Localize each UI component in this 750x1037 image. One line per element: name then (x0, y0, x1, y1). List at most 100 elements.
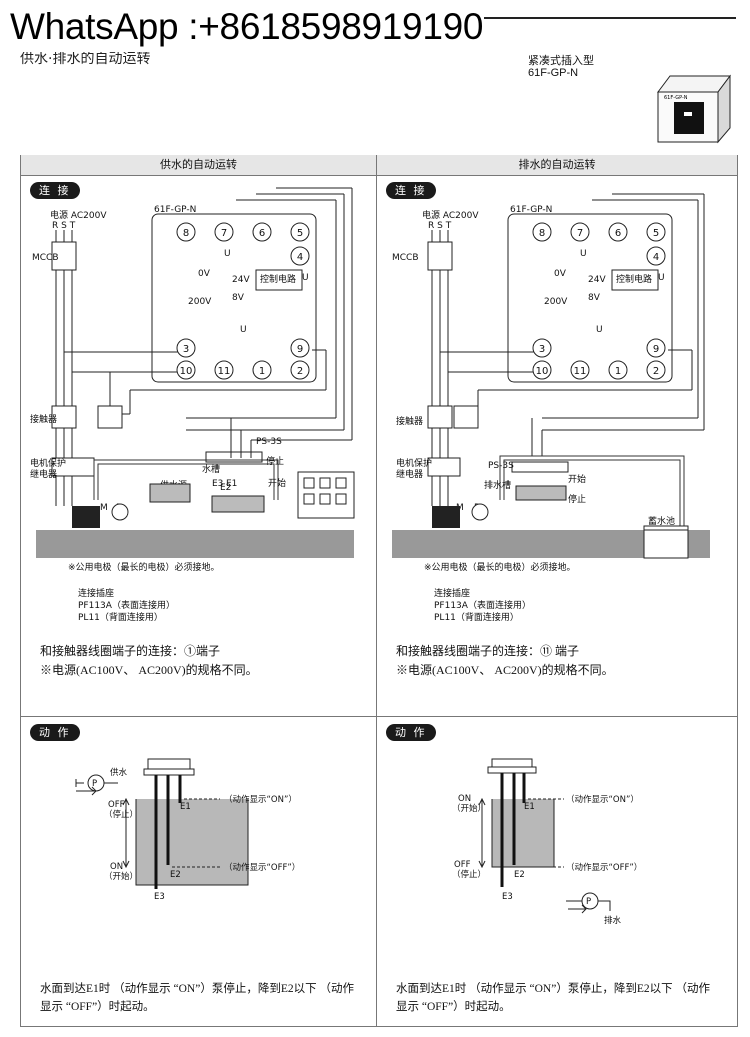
svg-text:1: 1 (615, 366, 621, 377)
svg-text:OFF: OFF (454, 860, 471, 870)
svg-text:2: 2 (297, 366, 303, 377)
svg-text:7: 7 (221, 228, 227, 239)
product-type: 紧凑式插入型 (528, 54, 594, 67)
svg-text:电源 AC200V: 电源 AC200V (50, 209, 107, 221)
svg-text:U: U (580, 249, 587, 259)
svg-text:24V: 24V (232, 275, 250, 285)
svg-text:E2: E2 (170, 870, 181, 880)
svg-text:61F-GP-N: 61F-GP-N (154, 205, 196, 215)
svg-text:0V: 0V (554, 269, 567, 279)
svg-text:开始: 开始 (568, 473, 586, 485)
right-column-header: 排水的自动运转 (377, 155, 737, 176)
svg-text:5: 5 (653, 228, 659, 239)
svg-text:U: U (240, 325, 247, 335)
svg-text:4: 4 (297, 252, 303, 263)
svg-text:8V: 8V (232, 293, 245, 303)
svg-text:（停止）: （停止） (452, 869, 486, 880)
svg-text:4: 4 (653, 252, 659, 263)
svg-text:电源 AC200V: 电源 AC200V (422, 209, 479, 221)
svg-text:P: P (586, 897, 591, 907)
svg-text:9: 9 (297, 344, 303, 355)
page-title: 供水·排水的自动运转 (20, 51, 151, 67)
operation-label-left: 动 作 (30, 724, 80, 741)
svg-text:（动作显示“ON”）: （动作显示“ON”） (566, 794, 639, 805)
svg-text:E2: E2 (220, 483, 231, 493)
svg-text:（动作显示“ON”）: （动作显示“ON”） (224, 794, 297, 805)
svg-text:E3: E3 (154, 892, 165, 902)
svg-text:停止: 停止 (266, 455, 284, 467)
svg-text:PS-3S: PS-3S (256, 437, 282, 447)
svg-text:继电器: 继电器 (396, 468, 423, 480)
drain-wiring-diagram: 电源 AC200V R S T MCCB 接触器 电机保护 继电器 61F-GP… (392, 193, 710, 559)
svg-text:E3: E3 (502, 892, 513, 902)
svg-text:PS-3S: PS-3S (488, 461, 514, 471)
svg-text:61F-GP-N: 61F-GP-N (510, 205, 552, 215)
left-coil-note: 和接触器线圈端子的连接：①端子 (40, 644, 221, 658)
svg-text:E1: E1 (226, 479, 237, 489)
right-socket-2: PL11（背面连接用） (434, 613, 519, 623)
svg-text:排水: 排水 (604, 915, 622, 926)
svg-text:0V: 0V (198, 269, 211, 279)
svg-text:ON: ON (110, 862, 123, 872)
svg-text:MCCB: MCCB (392, 253, 419, 263)
column-divider (376, 155, 377, 1027)
left-socket-2: PL11（背面连接用） (78, 613, 163, 623)
svg-text:水槽: 水槽 (202, 463, 220, 475)
svg-text:11: 11 (574, 366, 587, 377)
drain-operation-diagram: P 排水 ON （开始） OFF （停止） E1 E2 E3 （动作显示“ON”… (452, 758, 642, 926)
svg-text:（动作显示“OFF”）: （动作显示“OFF”） (566, 862, 642, 873)
header-rule (484, 17, 736, 19)
svg-text:8: 8 (539, 228, 545, 239)
svg-text:P: P (92, 779, 97, 789)
svg-text:11: 11 (218, 366, 231, 377)
svg-text:7: 7 (577, 228, 583, 239)
svg-text:R S T: R S T (428, 221, 452, 231)
operation-label-right: 动 作 (386, 724, 436, 741)
svg-text:E1: E1 (180, 802, 191, 812)
connection-label-left: 连 接 (30, 182, 80, 199)
svg-text:E2: E2 (514, 870, 525, 880)
svg-text:U: U (596, 325, 603, 335)
right-socket-title: 连接插座 (434, 589, 471, 599)
left-power-note: ※电源(AC100V、 AC200V)的规格不同。 (40, 663, 258, 677)
connection-label-right: 连 接 (386, 182, 436, 199)
svg-text:10: 10 (180, 366, 193, 377)
svg-text:（动作显示“OFF”）: （动作显示“OFF”） (224, 862, 300, 873)
svg-text:6: 6 (615, 228, 621, 239)
svg-text:控制电路: 控制电路 (616, 273, 652, 285)
svg-text:ON: ON (458, 794, 471, 804)
svg-text:6: 6 (259, 228, 265, 239)
right-power-note: ※电源(AC100V、 AC200V)的规格不同。 (396, 663, 614, 677)
svg-text:停止: 停止 (568, 493, 586, 505)
svg-text:200V: 200V (188, 297, 212, 307)
left-socket-title: 连接插座 (78, 589, 115, 599)
svg-text:电机保护: 电机保护 (396, 457, 432, 469)
svg-text:3: 3 (539, 344, 545, 355)
product-model: 61F-GP-N (528, 67, 579, 79)
whatsapp-watermark: WhatsApp :+8618598919190 (0, 0, 484, 52)
svg-text:蓄水池: 蓄水池 (648, 515, 675, 527)
right-socket-1: PF113A（表面连接用） (434, 601, 531, 611)
svg-text:E1: E1 (524, 802, 535, 812)
supply-operation-description: 水面到达E1时 （动作显示 “ON”）泵停止，降到E2以下 （动作显示 “OFF… (40, 983, 354, 1013)
left-column-header: 供水的自动运转 (21, 155, 376, 176)
svg-text:接触器: 接触器 (396, 415, 423, 427)
svg-text:E3: E3 (212, 479, 223, 489)
svg-text:R S T: R S T (52, 221, 76, 231)
svg-text:OFF: OFF (108, 800, 125, 810)
svg-text:5: 5 (297, 228, 303, 239)
left-ground-note: ※公用电极（最长的电极）必须接地。 (68, 563, 220, 573)
svg-text:3: 3 (183, 344, 189, 355)
svg-text:MCCB: MCCB (32, 253, 59, 263)
left-socket-1: PF113A（表面连接用） (78, 601, 175, 611)
svg-text:U: U (224, 249, 231, 259)
svg-text:U: U (302, 273, 309, 283)
drain-operation-description: 水面到达E1时 （动作显示 “ON”）泵停止，降到E2以下 （动作显示 “OFF… (396, 983, 710, 1013)
relay-device-illustration: 61F-GP-N (657, 74, 731, 144)
svg-text:接触器: 接触器 (30, 413, 57, 425)
svg-text:8V: 8V (588, 293, 601, 303)
svg-text:1: 1 (259, 366, 265, 377)
section-divider (20, 716, 738, 717)
supply-wiring-diagram: 电源 AC200V R S T MCCB 接触器 电机保护 继电器 61F-GP… (30, 187, 355, 558)
svg-text:排水槽: 排水槽 (484, 479, 511, 491)
